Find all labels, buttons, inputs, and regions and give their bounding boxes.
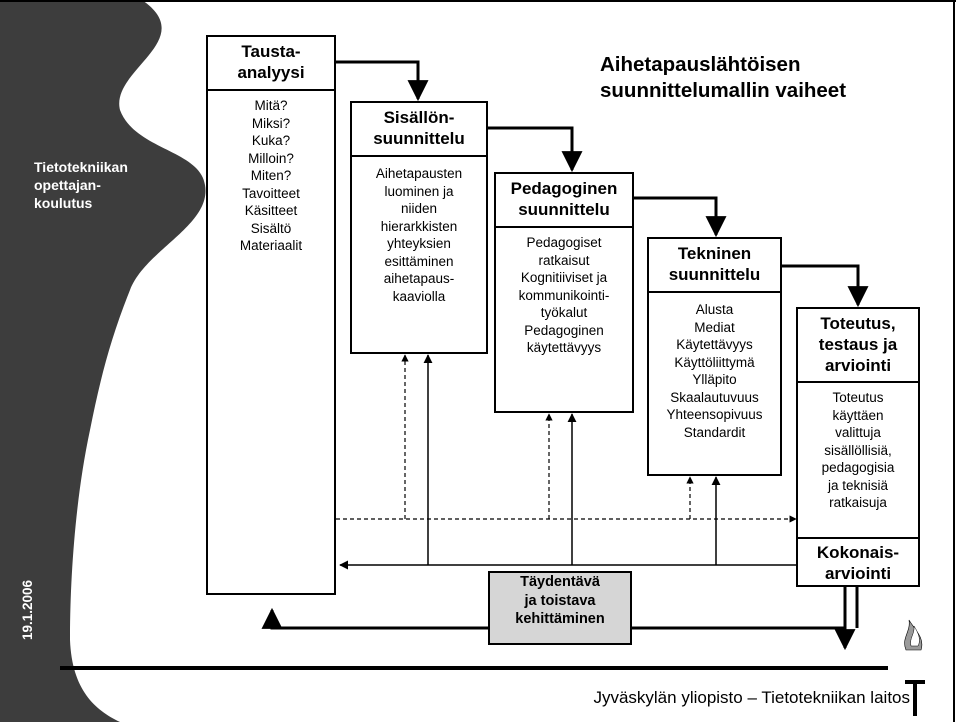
phase-item: kommunikointi- [518, 287, 610, 303]
phase-background-analysis: Tausta- analyysi Mitä? Miksi? Kuka? Mill… [206, 35, 336, 595]
arrow-2-to-3 [488, 126, 583, 173]
phase-item: Alusta [695, 302, 734, 317]
phase-item: hierarkkisten [380, 218, 458, 234]
phase-header-line: Sisällön- [383, 108, 455, 127]
diagram-title: Aihetapauslähtöisen suunnittelumallin va… [600, 52, 940, 104]
phase-items: Toteutus käyttäen valittuja sisällöllisi… [798, 389, 918, 512]
phase-item: ratkaisuja [829, 495, 887, 510]
title-line: suunnittelumallin vaiheet [600, 79, 847, 102]
arrow-1-to-2 [335, 60, 429, 102]
phase-items: Mitä? Miksi? Kuka? Milloin? Miten? Tavoi… [208, 97, 334, 255]
phase-header-line: suunnittelu [373, 129, 465, 148]
phase-items: Pedagogiset ratkaisut Kognitiiviset ja k… [496, 234, 632, 357]
side-label: Tietotekniikan opettajan- koulutus [34, 158, 194, 212]
side-label-line: opettajan- [34, 177, 101, 193]
phase-item: Standardit [683, 424, 746, 440]
overall-evaluation-line: Kokonais- [816, 543, 900, 562]
divider [798, 537, 918, 539]
phase-item: Käytettävyys [676, 337, 753, 352]
phase-item: aihetapaus- [383, 271, 455, 286]
phase-item: Ylläpito [692, 372, 737, 387]
iteration-line: kehittäminen [515, 611, 605, 627]
phase-item: käytettävyys [526, 340, 602, 355]
date-label: 19.1.2006 [20, 579, 35, 640]
arrow-4-to-5 [781, 264, 869, 308]
phase-item: sisällöllisiä, [824, 442, 892, 458]
phase-item: Käyttöliittymä [674, 354, 755, 370]
phase-items: Aihetapausten luominen ja niiden hierark… [352, 165, 486, 305]
phase-item: Aihetapausten [375, 166, 463, 181]
phase-item: Mediat [694, 319, 735, 335]
phase-item: Mitä? [254, 98, 288, 113]
phase-header: Tausta- analyysi [208, 41, 334, 91]
phase-content-design: Sisällön- suunnittelu Aihetapausten luom… [350, 101, 488, 354]
phase-header: Tekninen suunnittelu [649, 243, 780, 293]
phase-item: Toteutus [832, 390, 884, 405]
phase-item: esittäminen [384, 253, 454, 269]
phase-item: Miten? [250, 168, 292, 183]
phase-pedagogical-design: Pedagoginen suunnittelu Pedagogiset ratk… [494, 172, 634, 413]
phase-item: Pedagoginen [524, 322, 604, 338]
phase-item: Pedagogiset [526, 235, 602, 250]
iterative-development-box: Täydentävä ja toistava kehittäminen [488, 571, 632, 645]
phase-header: Pedagoginen suunnittelu [496, 178, 632, 228]
phase-item: ja teknisiä [827, 477, 889, 493]
phase-header-line: testaus ja [818, 335, 898, 354]
phase-item: Milloin? [248, 150, 294, 166]
university-logo [904, 619, 925, 716]
title-line: Aihetapauslähtöisen [600, 53, 801, 76]
phase-item: pedagogisia [821, 460, 895, 475]
phase-item: Tavoitteet [242, 185, 300, 201]
phase-header-line: Toteutus, [820, 314, 896, 333]
iteration-line: Täydentävä [520, 574, 600, 590]
phase-header: Toteutus, testaus ja arviointi [798, 313, 918, 383]
iteration-loop-left [261, 607, 488, 630]
phase-item: Skaalautuvuus [670, 389, 759, 405]
phase-header-line: suunnittelu [518, 200, 610, 219]
phase-item: Käsitteet [244, 203, 298, 218]
phase-header-line: arviointi [824, 356, 892, 375]
phase-items: Alusta Mediat Käytettävyys Käyttöliittym… [649, 301, 780, 441]
phase-technical-design: Tekninen suunnittelu Alusta Mediat Käyte… [647, 237, 782, 476]
phase-header-line: analyysi [237, 63, 305, 82]
phase-header-line: Pedagoginen [510, 179, 618, 198]
phase-item: Yhteensopivuus [666, 407, 763, 422]
phase-header-line: Tekninen [677, 244, 752, 263]
phase-header-line: Tausta- [241, 42, 301, 61]
phase-item: valittuja [835, 425, 881, 440]
footer-text: Jyväskylän yliopisto – Tietotekniikan la… [593, 688, 910, 707]
phase-item: työkalut [540, 305, 588, 320]
dark-side-shape [0, 0, 206, 722]
side-label-line: koulutus [34, 195, 93, 211]
arrow-3-to-4 [633, 196, 727, 238]
phase-item: Kuka? [251, 133, 291, 148]
side-label-line: Tietotekniikan [34, 159, 128, 175]
phase-header-line: suunnittelu [668, 265, 761, 284]
phase-item: Miksi? [251, 115, 291, 131]
iteration-line: ja toistava [524, 592, 596, 609]
phase-item: käyttäen [832, 407, 884, 423]
overall-evaluation-line: arviointi [824, 564, 892, 583]
phase-header: Sisällön- suunnittelu [352, 107, 486, 157]
phase-item: Sisältö [250, 220, 292, 236]
phase-item: luominen ja [384, 183, 454, 199]
phase-implementation: Toteutus, testaus ja arviointi Toteutus … [796, 307, 920, 587]
phase-item: niiden [400, 201, 438, 216]
phase-item: Kognitiiviset ja [520, 270, 608, 285]
phase-item: ratkaisut [538, 252, 590, 268]
overall-evaluation: Kokonais- arviointi [798, 542, 918, 584]
phase-item: Materiaalit [239, 238, 303, 253]
phase-item: kaaviolla [392, 288, 446, 304]
phase-item: yhteyksien [387, 236, 451, 251]
